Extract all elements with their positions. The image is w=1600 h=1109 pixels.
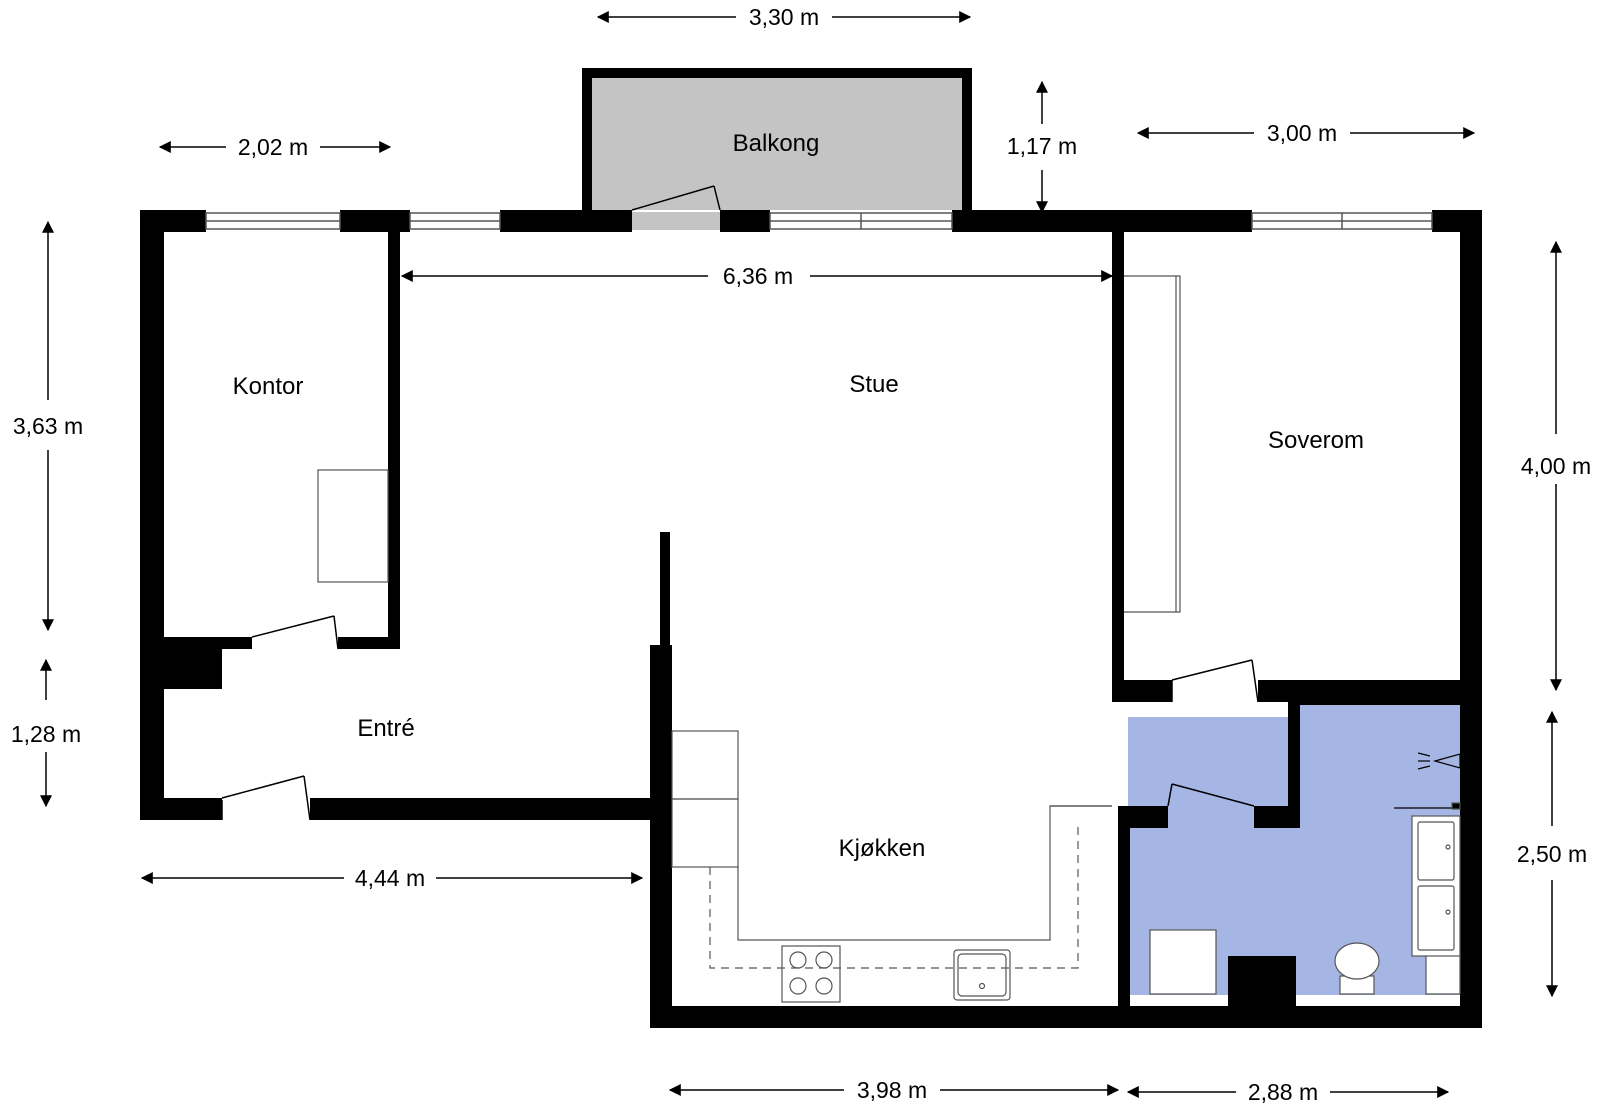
room-label-entre: Entré (357, 715, 414, 742)
wall-soverom-bottom-2 (1258, 680, 1460, 702)
dim-label-entre-width: 4,44 m (355, 865, 425, 891)
room-label-stue: Stue (849, 371, 898, 398)
room-label-kjokken: Kjøkken (839, 835, 926, 862)
windows (205, 212, 1433, 230)
wall-bottom-entre-2 (310, 798, 656, 820)
room-label-balkong: Balkong (733, 130, 820, 157)
dim-label-bath-height: 2,50 m (1517, 841, 1587, 867)
fixtures (317, 275, 1461, 1003)
wall-kontor-bottom-1 (164, 637, 252, 649)
bathroom-floor-upper (1300, 704, 1460, 724)
dim-label-stue-width: 6,36 m (723, 263, 793, 289)
wall-soverom-left (1112, 232, 1124, 702)
wall-left (140, 210, 164, 820)
dim-label-kontor-height: 3,63 m (13, 413, 83, 439)
wall-bath-top-1 (1118, 806, 1168, 828)
dim-label-bath-width: 2,88 m (1248, 1079, 1318, 1105)
wall-bath-top-2 (1254, 806, 1300, 828)
bath-bottom-block (1228, 956, 1296, 1006)
doors (221, 185, 1259, 821)
dim-label-soverom-width: 3,00 m (1267, 120, 1337, 146)
wall-soverom-bottom-1 (1112, 680, 1172, 702)
wall-bath-left-upper (1288, 702, 1300, 826)
bath-door-sill (1170, 816, 1254, 828)
wall-top-5 (952, 210, 1252, 232)
wall-top-4 (720, 210, 770, 232)
wall-bath-top-line (1300, 702, 1460, 705)
wall-stub (660, 532, 670, 645)
balcony-door-sill (632, 212, 720, 230)
dim-label-balkong-depth: 1,17 m (1007, 133, 1077, 159)
wall-right (1460, 210, 1482, 1028)
dim-label-balkong-width: 3,30 m (749, 4, 819, 30)
wall-top-2 (340, 210, 410, 232)
wall-kitchen-left (650, 645, 672, 1028)
wall-bottom-entre-1 (140, 798, 222, 820)
wall-top-3 (500, 210, 632, 232)
dim-label-soverom-height: 4,00 m (1521, 453, 1591, 479)
dim-label-kjokken-width: 3,98 m (857, 1077, 927, 1103)
balcony-floor (582, 78, 962, 210)
balcony-wall-right (962, 68, 972, 210)
dim-label-entre-height: 1,28 m (11, 721, 81, 747)
room-label-kontor: Kontor (233, 373, 304, 400)
balcony-wall-left (582, 68, 592, 210)
wall-bottom (650, 1006, 1482, 1028)
wall-kontor-bottom-2 (338, 637, 400, 649)
balcony-wall-top (582, 68, 972, 78)
wall-kontor-right (388, 232, 400, 649)
room-label-soverom: Soverom (1268, 427, 1364, 454)
closet-block (164, 649, 222, 689)
wall-bath-left (1118, 806, 1130, 1006)
dim-label-kontor-width: 2,02 m (238, 134, 308, 160)
dimension-lines (40, 10, 1562, 1098)
